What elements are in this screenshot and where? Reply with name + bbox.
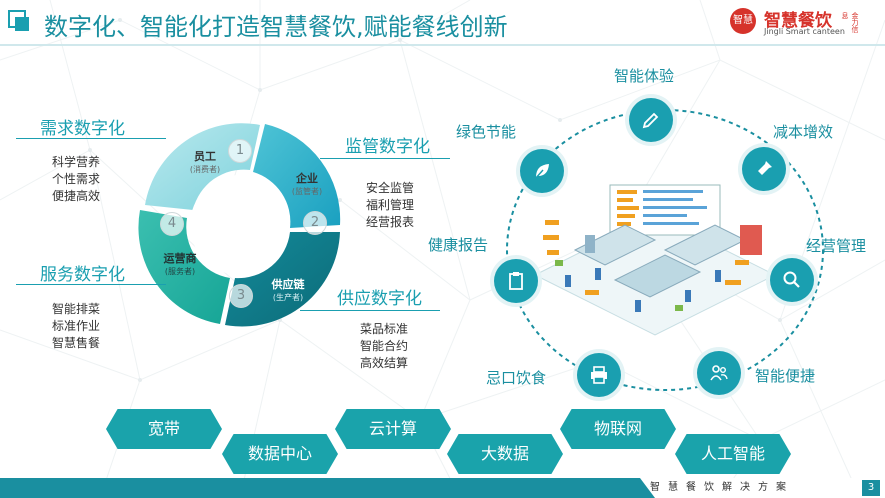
brand-subtitle: Jingli Smart canteen bbox=[764, 27, 845, 36]
feature-health-report bbox=[494, 259, 538, 303]
ring-number-1: 1 bbox=[228, 139, 252, 163]
leaf-icon bbox=[534, 164, 549, 180]
ring-number-4: 4 bbox=[160, 212, 184, 236]
feature-label-green-energy: 绿色节能 bbox=[456, 123, 517, 141]
section-demand-list: 科学营养个性需求便捷高效 bbox=[52, 155, 101, 203]
section-service-title: 服务数字化 bbox=[40, 265, 125, 285]
tech-data-center: 数据中心 bbox=[222, 434, 338, 474]
brand-logo: 智慧 智慧餐饮 金力信息 Jingli Smart canteen bbox=[730, 8, 880, 38]
ring-label-supply-chain: 供应链(生产者) bbox=[271, 278, 305, 302]
brand-name: 智慧餐饮 bbox=[764, 11, 832, 31]
footer-text: 智慧餐饮解决方案 bbox=[650, 482, 794, 493]
search-icon bbox=[783, 271, 800, 288]
clipboard-icon bbox=[509, 272, 523, 290]
brand-emblem-icon: 智慧 bbox=[730, 8, 756, 34]
ring-number-3: 3 bbox=[229, 284, 253, 308]
brand-tag: 金力信息 bbox=[841, 12, 859, 33]
title-square-icon bbox=[8, 10, 29, 31]
page-title: 数字化、智能化打造智慧餐饮,赋能餐线创新 bbox=[44, 13, 508, 41]
feature-label-health-report: 健康报告 bbox=[428, 236, 489, 254]
ring-label-employee: 员工(消费者) bbox=[189, 150, 221, 174]
section-supervision-list: 安全监管福利管理经营报表 bbox=[366, 181, 415, 229]
feature-label-cost-efficiency: 减本增效 bbox=[773, 123, 834, 141]
ring-label-operator: 运营商(服务者) bbox=[163, 252, 197, 276]
section-service-list: 智能排菜标准作业智慧售餐 bbox=[52, 302, 101, 350]
section-demand-title: 需求数字化 bbox=[40, 119, 125, 139]
pen-icon bbox=[642, 112, 659, 129]
tech-ai: 人工智能 bbox=[675, 434, 791, 474]
feature-orbit bbox=[506, 109, 824, 391]
section-supervision-title: 监管数字化 bbox=[345, 137, 430, 157]
kitchen-illustration bbox=[533, 184, 777, 336]
feature-label-smart-experience: 智能体验 bbox=[614, 67, 675, 85]
tech-big-data: 大数据 bbox=[447, 434, 563, 474]
footer-bar bbox=[0, 478, 885, 498]
tech-iot: 物联网 bbox=[560, 409, 676, 449]
page-number: 3 bbox=[862, 480, 880, 496]
flashlight-icon bbox=[758, 161, 772, 175]
feature-label-smart-convenience: 智能便捷 bbox=[755, 367, 816, 385]
feature-green-energy bbox=[520, 149, 564, 193]
tech-broadband: 宽带 bbox=[106, 409, 222, 449]
tech-cloud-computing: 云计算 bbox=[335, 409, 451, 449]
section-service-line bbox=[16, 284, 166, 285]
feature-diet-restriction bbox=[577, 353, 621, 397]
feature-smart-convenience bbox=[697, 351, 741, 395]
printer-icon bbox=[591, 366, 607, 384]
users-icon bbox=[710, 365, 728, 381]
header-divider bbox=[0, 44, 885, 46]
section-supply-title: 供应数字化 bbox=[337, 289, 422, 309]
ring-label-enterprise: 企业(监管者) bbox=[291, 172, 323, 196]
feature-smart-experience bbox=[629, 98, 673, 142]
section-demand-line bbox=[16, 138, 166, 139]
ring-number-2: 2 bbox=[303, 211, 327, 235]
feature-cost-efficiency bbox=[742, 147, 786, 191]
feature-business-management bbox=[770, 258, 814, 302]
section-supply-line bbox=[300, 310, 440, 311]
feature-label-diet-restriction: 忌口饮食 bbox=[486, 369, 547, 387]
section-supervision-line bbox=[320, 158, 450, 159]
feature-label-business-management: 经营管理 bbox=[806, 237, 867, 255]
section-supply-list: 菜品标准智能合约高效结算 bbox=[360, 322, 409, 370]
